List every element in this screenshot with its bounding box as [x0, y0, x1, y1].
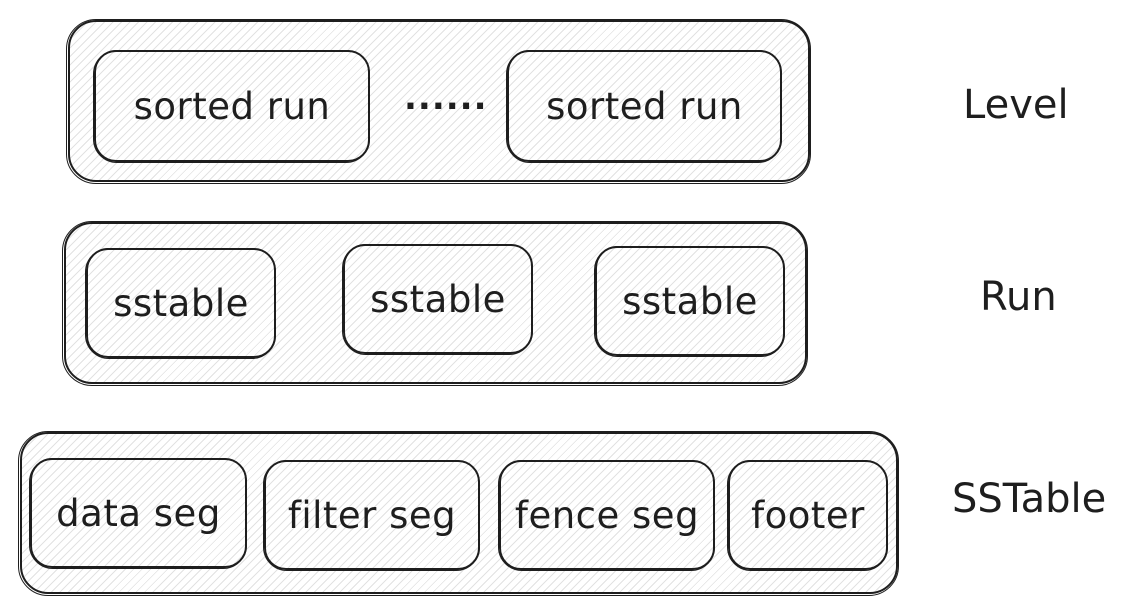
sorted-run-label-1: sorted run: [133, 84, 331, 128]
sorted-run-box-1: sorted run: [93, 50, 370, 163]
level-ellipsis: ......: [404, 78, 488, 118]
sstable-label-1: sstable: [113, 281, 249, 325]
filter-seg-box: filter seg: [263, 460, 480, 571]
level-label: Level: [963, 82, 1069, 128]
run-label: Run: [980, 274, 1057, 320]
fence-seg-box: fence seg: [498, 460, 715, 571]
sstable-box-3: sstable: [594, 246, 785, 357]
footer-label: footer: [751, 493, 865, 537]
sstable-label-2: sstable: [370, 277, 506, 321]
sorted-run-label-2: sorted run: [546, 84, 743, 128]
data-seg-box: data seg: [29, 458, 247, 569]
fence-seg-label: fence seg: [514, 493, 700, 537]
filter-seg-label: filter seg: [287, 493, 457, 537]
sstable-box-2: sstable: [342, 244, 533, 355]
sorted-run-box-2: sorted run: [506, 50, 782, 163]
sstable-row-label: SSTable: [952, 476, 1107, 522]
sstable-box-1: sstable: [85, 248, 276, 359]
data-seg-label: data seg: [56, 491, 221, 535]
footer-box: footer: [727, 460, 888, 571]
sstable-label-3: sstable: [622, 279, 758, 323]
